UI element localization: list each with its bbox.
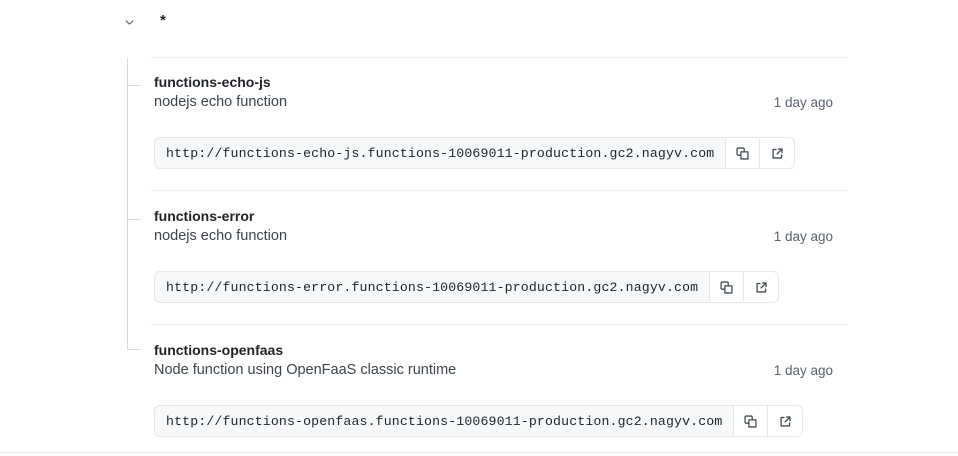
url-input[interactable]: http://functions-openfaas.functions-1006…: [154, 405, 734, 437]
open-url-button[interactable]: [768, 405, 804, 437]
copy-icon: [744, 414, 757, 428]
url-control: http://functions-echo-js.functions-10069…: [154, 137, 796, 169]
external-link-icon: [780, 415, 791, 427]
open-url-button[interactable]: [760, 137, 796, 169]
item-description: Node function using OpenFaaS classic run…: [154, 362, 457, 378]
external-link-icon: [772, 147, 783, 159]
group-header: *: [0, 0, 958, 46]
copy-icon: [736, 146, 749, 160]
item-title[interactable]: functions-error: [154, 208, 255, 224]
tree-connector-2: [128, 219, 141, 220]
item-description: nodejs echo function: [154, 228, 288, 244]
separator-2: [151, 324, 847, 325]
item-title[interactable]: functions-echo-js: [154, 74, 271, 90]
url-control: http://functions-error.functions-1006901…: [154, 271, 780, 303]
copy-icon: [720, 280, 733, 294]
item-title[interactable]: functions-openfaas: [154, 342, 284, 358]
tree-connector-1: [128, 85, 141, 86]
item-timestamp: 1 day ago: [773, 229, 833, 244]
copy-button[interactable]: [725, 137, 761, 169]
tree-vertical-line: [127, 58, 128, 350]
url-input[interactable]: http://functions-error.functions-1006901…: [154, 271, 710, 303]
separator-top: [151, 57, 847, 58]
separator-bottom: [0, 452, 958, 453]
chevron-down-icon[interactable]: [121, 14, 137, 30]
copy-button[interactable]: [733, 405, 769, 437]
copy-button[interactable]: [709, 271, 745, 303]
external-link-icon: [756, 281, 767, 293]
item-timestamp: 1 day ago: [773, 95, 833, 110]
group-label: *: [160, 12, 166, 29]
url-control: http://functions-openfaas.functions-1006…: [154, 405, 804, 437]
separator-1: [151, 190, 847, 191]
url-input[interactable]: http://functions-echo-js.functions-10069…: [154, 137, 726, 169]
tree-connector-3: [127, 349, 141, 350]
item-description: nodejs echo function: [154, 94, 288, 110]
open-url-button[interactable]: [744, 271, 780, 303]
item-timestamp: 1 day ago: [773, 363, 833, 378]
